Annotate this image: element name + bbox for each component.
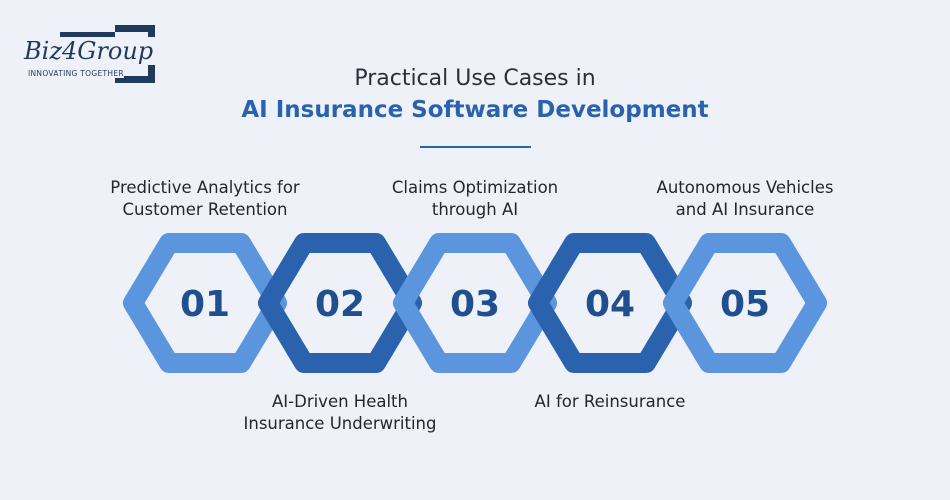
step-number-02: 02 [315, 284, 365, 325]
page-title-line2: AI Insurance Software Development [241, 97, 709, 123]
logo-name: Biz4Group [24, 37, 156, 65]
step-number-05: 05 [720, 284, 770, 325]
step-label-line: Claims Optimization [391, 178, 559, 197]
step-number-04: 04 [585, 284, 635, 325]
title-underline [420, 146, 531, 148]
step-label-line: AI for Reinsurance [534, 392, 686, 411]
step-label-03: Claims Optimization through AI [345, 177, 605, 221]
page-title-line1: Practical Use Cases in [354, 66, 596, 91]
step-label-line: Predictive Analytics for [110, 178, 300, 197]
step-label-line: AI-Driven Health [272, 392, 408, 411]
step-label-04: AI for Reinsurance [480, 391, 740, 413]
step-label-line: Insurance Underwriting [243, 414, 437, 433]
step-label-line: and AI Insurance [675, 200, 815, 219]
step-number-03: 03 [450, 284, 500, 325]
logo-tagline: INNOVATING TOGETHER [28, 69, 124, 78]
step-label-line: through AI [431, 200, 519, 219]
step-number-01: 01 [180, 284, 230, 325]
hexagon-05 [663, 233, 827, 373]
step-label-line: Customer Retention [122, 200, 288, 219]
step-label-05: Autonomous Vehicles and AI Insurance [615, 177, 875, 221]
step-label-line: Autonomous Vehicles [656, 178, 834, 197]
company-logo: Biz4Group INNOVATING TOGETHER [22, 25, 157, 85]
